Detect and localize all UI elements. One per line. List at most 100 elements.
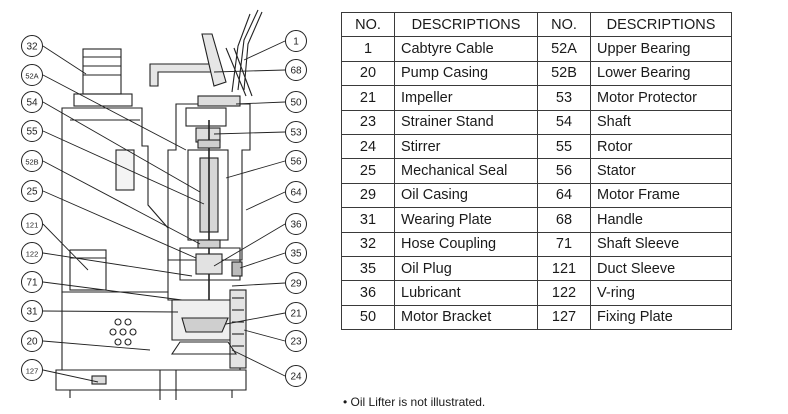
callout-label: 25 bbox=[26, 187, 38, 198]
part-description-cell: Motor Frame bbox=[590, 182, 732, 209]
callout-circle bbox=[21, 242, 43, 264]
part-description-cell: Stirrer bbox=[394, 133, 538, 160]
part-number-cell: 55 bbox=[537, 133, 591, 160]
callout-circle bbox=[285, 213, 307, 235]
part-description-cell: Hose Coupling bbox=[394, 231, 538, 257]
callout-circle bbox=[285, 30, 307, 52]
oil-casing bbox=[179, 247, 241, 281]
callout-label: 24 bbox=[290, 372, 302, 383]
footnote: • Oil Lifter is not illustrated. bbox=[343, 395, 486, 409]
part-number-cell: 68 bbox=[537, 207, 591, 233]
part-number-cell: 50 bbox=[341, 304, 395, 331]
part-description-cell: Lower Bearing bbox=[590, 60, 732, 87]
part-description-cell: Upper Bearing bbox=[590, 36, 732, 62]
part-description-cell: Oil Plug bbox=[394, 255, 538, 282]
base-plate bbox=[55, 369, 247, 391]
impeller bbox=[181, 317, 229, 333]
part-number-cell: 21 bbox=[341, 85, 395, 111]
callout-circle bbox=[21, 150, 43, 172]
part-number-cell: 52A bbox=[537, 36, 591, 62]
motor-bracket bbox=[197, 95, 241, 107]
part-description-cell: Oil Casing bbox=[394, 182, 538, 209]
part-description-cell: Wearing Plate bbox=[394, 207, 538, 233]
part-description-cell: Pump Casing bbox=[394, 60, 538, 87]
callout-label: 23 bbox=[290, 337, 302, 348]
fixing-plate bbox=[91, 375, 107, 385]
part-number-cell: 52B bbox=[537, 60, 591, 87]
callout-label: 55 bbox=[26, 127, 38, 138]
callout-label: 50 bbox=[290, 98, 302, 109]
callout-circle bbox=[21, 213, 43, 235]
callout-label: 35 bbox=[290, 249, 302, 260]
callout-circle bbox=[21, 120, 43, 142]
part-description-cell: Duct Sleeve bbox=[590, 255, 732, 282]
header-descriptions-1: DESCRIPTIONS bbox=[394, 11, 538, 38]
strainer-stand bbox=[229, 289, 247, 369]
motor-frame bbox=[167, 103, 251, 261]
callout-circle bbox=[21, 330, 43, 352]
part-number-cell: 20 bbox=[341, 60, 395, 87]
part-description-cell: Rotor bbox=[590, 133, 732, 160]
part-description-cell: Impeller bbox=[394, 85, 538, 111]
callout-circle bbox=[285, 242, 307, 264]
callout-label: 53 bbox=[290, 128, 302, 139]
part-number-cell: 1 bbox=[341, 36, 395, 62]
part-number-cell: 24 bbox=[341, 133, 395, 160]
callout-circle bbox=[285, 59, 307, 81]
part-number-cell: 31 bbox=[341, 207, 395, 233]
part-number-cell: 25 bbox=[341, 158, 395, 184]
callout-circle bbox=[285, 181, 307, 203]
callout-label: 1 bbox=[293, 37, 299, 48]
callout-circle bbox=[285, 365, 307, 387]
part-number-cell: 36 bbox=[341, 280, 395, 306]
part-description-cell: Stator bbox=[590, 158, 732, 184]
callout-label: 36 bbox=[290, 220, 302, 231]
header-no-2: NO. bbox=[537, 11, 591, 38]
part-number-cell: 54 bbox=[537, 109, 591, 135]
callout-label: 64 bbox=[290, 188, 302, 199]
callout-circle bbox=[21, 271, 43, 293]
callout-label: 121 bbox=[26, 221, 39, 230]
callout-label: 32 bbox=[26, 42, 38, 53]
parts-table-header-row: NO. DESCRIPTIONS NO. DESCRIPTIONS bbox=[341, 11, 732, 38]
part-number-cell: 127 bbox=[537, 304, 591, 331]
callout-label: 68 bbox=[290, 66, 302, 77]
stirrer bbox=[170, 341, 238, 355]
cabtyre-cable bbox=[231, 9, 263, 93]
part-description-cell: Shaft Sleeve bbox=[590, 231, 732, 257]
header-no-1: NO. bbox=[341, 11, 395, 38]
part-description-cell: Strainer Stand bbox=[394, 109, 538, 135]
handle bbox=[149, 63, 213, 87]
part-number-cell: 121 bbox=[537, 255, 591, 282]
callout-label: 122 bbox=[26, 250, 39, 259]
part-description-cell: Motor Protector bbox=[590, 85, 732, 111]
callout-label: 56 bbox=[290, 157, 302, 168]
part-description-cell: Lubricant bbox=[394, 280, 538, 306]
callout-circle bbox=[21, 359, 43, 381]
part-number-cell: 29 bbox=[341, 182, 395, 209]
duct-sleeve bbox=[69, 249, 107, 291]
part-number-cell: 53 bbox=[537, 85, 591, 111]
part-description-cell: Handle bbox=[590, 207, 732, 233]
callout-label: 127 bbox=[26, 367, 39, 376]
leader-lines-left bbox=[42, 45, 205, 383]
callout-circle bbox=[21, 64, 43, 86]
part-number-cell: 23 bbox=[341, 109, 395, 135]
callout-circle bbox=[285, 150, 307, 172]
part-number-cell: 56 bbox=[537, 158, 591, 184]
oil-plug bbox=[231, 261, 243, 277]
